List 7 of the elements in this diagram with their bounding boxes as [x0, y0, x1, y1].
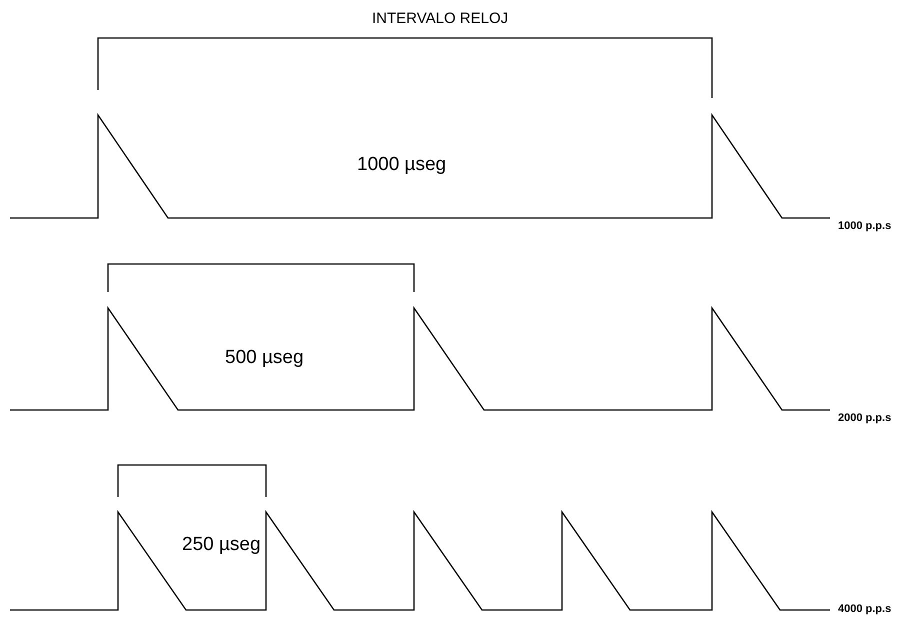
- interval-label: 250 µseg: [182, 535, 261, 554]
- rate-label: 2000 p.p.s: [838, 413, 892, 424]
- interval-label: 1000 µseg: [357, 155, 446, 174]
- heading-text: INTERVALO RELOJ: [372, 11, 508, 26]
- interval-label: 500 µseg: [225, 348, 304, 367]
- rate-label: 1000 p.p.s: [838, 221, 892, 232]
- rate-label: 4000 p.p.s: [838, 604, 892, 615]
